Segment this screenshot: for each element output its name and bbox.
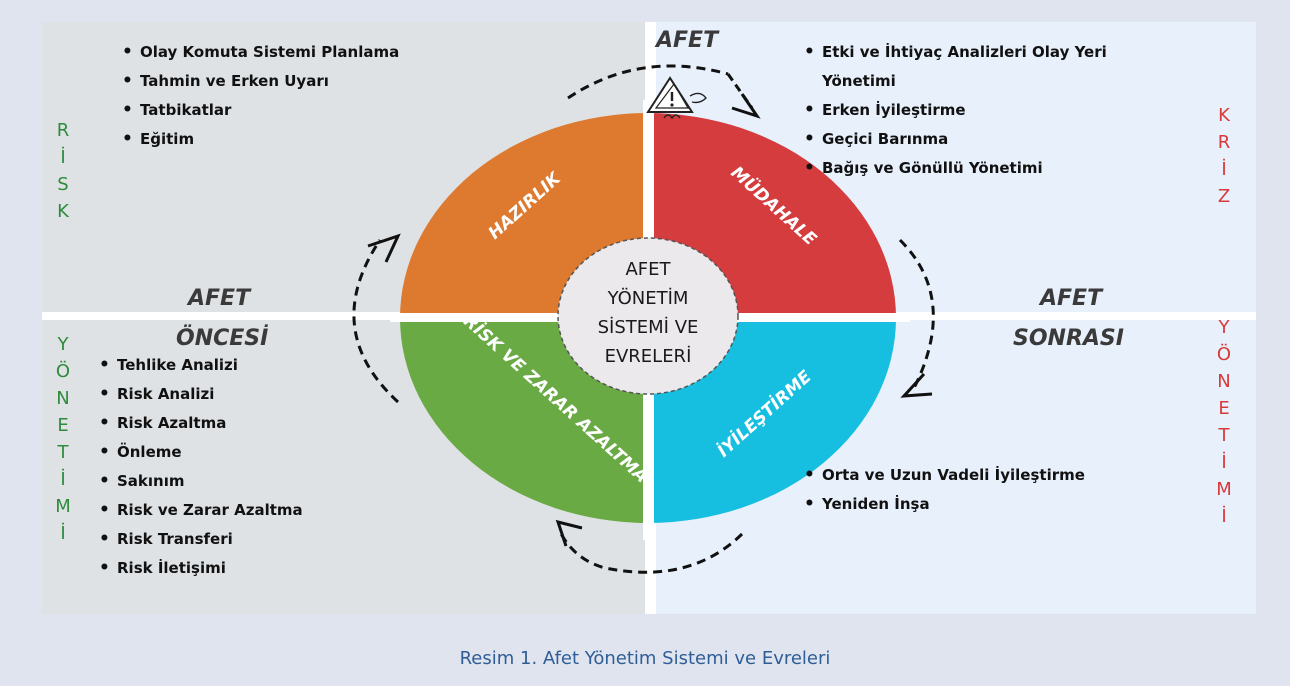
afet-left-label: AFET [188, 286, 251, 311]
list-item: Risk İletişimi [97, 554, 303, 583]
vertical-letter: E [1218, 398, 1230, 419]
list-item-continuation: Yönetimi [822, 72, 896, 90]
arrow-bottom-head [555, 519, 583, 547]
list-item: Geçici Barınma [802, 125, 1107, 154]
vertical-letter: Y [1218, 317, 1230, 338]
list-item: Tahmin ve Erken Uyarı [120, 67, 399, 96]
vertical-letter: R [1217, 132, 1231, 153]
vertical-letter: İ [1221, 159, 1227, 180]
vertical-letter: Y [57, 334, 69, 355]
list-item: Sakınım [97, 467, 303, 496]
figure-caption: Resim 1. Afet Yönetim Sistemi ve Evreler… [459, 648, 831, 669]
arrow-right-head [900, 372, 933, 398]
center-text-line4: EVRELERİ [605, 346, 692, 367]
list-item: Etki ve İhtiyaç Analizleri Olay Yeri [802, 38, 1107, 67]
sonrasi-label: SONRASI [1013, 326, 1124, 351]
vertical-letter: İ [1221, 506, 1227, 527]
list-item: Tatbikatlar [120, 96, 399, 125]
risk-azaltma-list: Tehlike Analizi Risk Analizi Risk Azaltm… [97, 351, 303, 583]
warning-triangle-icon [646, 76, 707, 120]
vertical-letter: E [57, 415, 69, 436]
arrow-top-dashed [567, 64, 729, 100]
center-text-line1: AFET [625, 259, 671, 280]
vertical-letter: Ö [1216, 344, 1232, 365]
vertical-letter: İ [60, 523, 66, 544]
arrow-left-dashed [352, 239, 400, 404]
vertical-letter: Z [1217, 186, 1231, 207]
vertical-letter: Ö [55, 361, 71, 382]
list-item: Olay Komuta Sistemi Planlama [120, 38, 399, 67]
center-text-line2: YÖNETİM [607, 287, 689, 309]
vertical-letter: T [1218, 425, 1230, 446]
risk-yonetimi-vertical-label: Y Ö N E T İ M İ [51, 331, 75, 547]
mudahale-list: Etki ve İhtiyaç Analizleri Olay Yeri Yön… [802, 38, 1107, 183]
vertical-letter: R [56, 120, 70, 141]
list-item: Risk Transferi [97, 525, 303, 554]
afet-right-label: AFET [1040, 286, 1103, 311]
center-circle [557, 237, 739, 395]
list-item: Risk Analizi [97, 380, 303, 409]
vertical-letter: S [57, 174, 69, 195]
iyilestirme-list: Orta ve Uzun Vadeli İyileştirme Yeniden … [802, 461, 1085, 519]
arrow-right-dashed [898, 238, 935, 393]
list-item: Önleme [97, 438, 303, 467]
vertical-letter: T [57, 442, 69, 463]
kriz-vertical-label: K R İ Z [1212, 102, 1236, 210]
risk-vertical-label: R İ S K [51, 117, 75, 225]
vertical-letter: İ [60, 469, 66, 490]
vertical-letter: N [56, 388, 70, 409]
vertical-letter: İ [60, 147, 66, 168]
arrow-bottom-dashed [558, 531, 744, 574]
vertical-letter: K [1218, 105, 1230, 126]
list-item: Risk Azaltma [97, 409, 303, 438]
list-item: Tehlike Analizi [97, 351, 303, 380]
vertical-letter: M [1216, 479, 1232, 500]
kriz-yonetimi-vertical-label: Y Ö N E T İ M İ [1212, 314, 1236, 530]
list-item: Erken İyileştirme [802, 96, 1107, 125]
list-item: Yeniden İnşa [802, 490, 1085, 519]
afet-top-label: AFET [656, 28, 719, 53]
list-item: Bağış ve Gönüllü Yönetimi [802, 154, 1107, 183]
vertical-letter: M [55, 496, 71, 517]
list-item: Risk ve Zarar Azaltma [97, 496, 303, 525]
arrow-left-head [367, 233, 401, 263]
list-item: Orta ve Uzun Vadeli İyileştirme [802, 461, 1085, 490]
vertical-letter: N [1217, 371, 1231, 392]
vertical-letter: K [57, 201, 69, 222]
arrow-top-head [731, 93, 761, 119]
center-text-line3: SİSTEMİ VE [598, 317, 699, 338]
vertical-letter: İ [1221, 452, 1227, 473]
list-item: Eğitim [120, 125, 399, 154]
hazirlik-list: Olay Komuta Sistemi Planlama Tahmin ve E… [120, 38, 399, 154]
oncesi-label: ÖNCESİ [176, 326, 269, 351]
arrow-top-tail [726, 73, 754, 109]
